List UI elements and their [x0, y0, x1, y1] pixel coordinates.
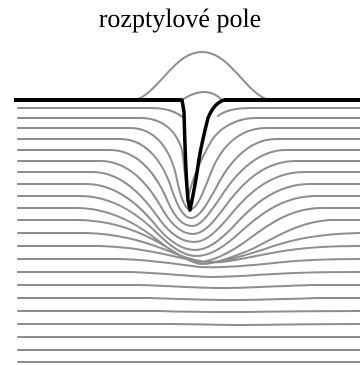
field-line-4 [17, 138, 360, 219]
field-line-8 [17, 183, 360, 251]
field-lines-group [17, 51, 360, 363]
field-line-1 [17, 107, 360, 119]
field-line-7 [17, 171, 360, 243]
leakage-field-outer-loop [137, 51, 267, 100]
field-line-11 [17, 219, 360, 265]
field-line-9 [17, 195, 360, 257]
crack-outline [180, 98, 226, 212]
field-line-10 [17, 207, 360, 263]
field-line-19 [17, 323, 360, 326]
leakage-field-inner-loop [181, 91, 223, 101]
field-line-2 [17, 117, 360, 201]
field-line-6 [17, 160, 360, 235]
figure-title: rozptylové pole [98, 4, 262, 33]
field-line-15 [17, 271, 360, 278]
field-line-17 [17, 297, 360, 301]
field-line-14 [17, 258, 360, 269]
field-line-18 [17, 310, 360, 313]
field-line-16 [17, 284, 360, 289]
field-line-5 [17, 149, 360, 227]
field-line-13 [17, 245, 360, 264]
